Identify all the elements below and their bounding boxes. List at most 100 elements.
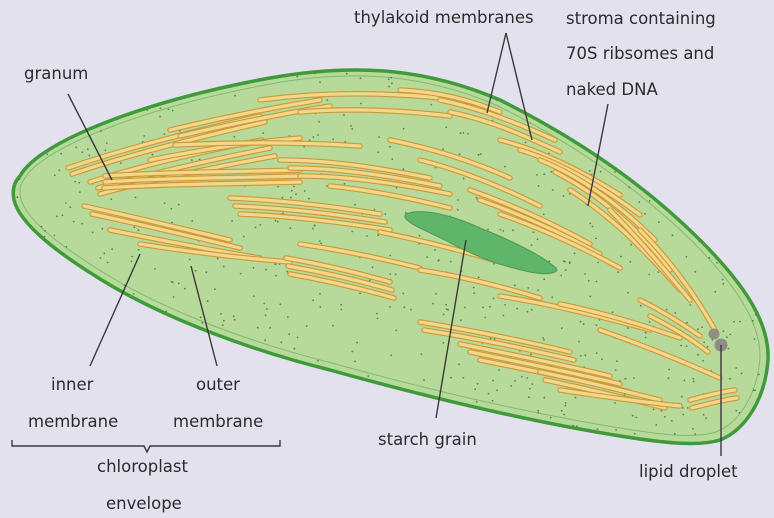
stroma-dot [655,424,657,426]
stroma-dot [230,79,232,81]
stroma-dot [467,133,469,135]
stroma-dot [747,123,749,125]
stroma-dot [666,309,668,311]
stroma-dot [75,281,77,283]
stroma-dot [22,160,24,162]
stroma-dot [223,320,225,322]
stroma-dot [565,402,567,404]
stroma-dot [69,206,71,208]
stroma-dot [354,360,356,362]
stroma-dot [113,329,115,331]
stroma-dot [308,198,310,200]
stroma-dot [71,299,73,301]
stroma-dot [262,132,264,134]
stroma-dot [489,306,491,308]
stroma-dot [550,417,552,419]
stroma-dot [319,81,321,83]
stroma-dot [561,65,563,67]
stroma-dot [36,294,38,296]
stroma-dot [37,286,39,288]
stroma-dot [296,408,298,410]
stroma-dot [597,262,599,264]
stroma-dot [386,398,388,400]
stroma-dot [173,296,175,298]
stroma-dot [639,201,641,203]
stroma-dot [733,79,735,81]
stroma-dot [516,308,518,310]
stroma-dot [492,400,494,402]
stroma-dot [111,248,113,250]
stroma-dot [596,324,598,326]
stroma-dot [376,313,378,315]
stroma-dot [22,116,24,118]
stroma-dot [569,261,571,263]
stroma-dot [76,103,78,105]
stroma-dot [279,303,281,305]
stroma-dot [697,354,699,356]
stroma-dot [100,257,102,259]
stroma-dot [516,90,518,92]
stroma-dot [726,440,728,442]
outer-membrane-label-line1: outer [196,377,240,394]
stroma-dot [500,425,502,427]
stroma-dot [563,195,565,197]
stroma-dot [291,190,293,192]
stroma-dot [686,322,688,324]
stroma-dot [739,434,741,436]
stroma-dot [624,439,626,441]
stroma-dot [644,213,646,215]
stroma-dot [514,284,516,286]
stroma-dot [54,360,56,362]
stroma-dot [275,275,277,277]
stroma-dot [496,445,498,447]
stroma-dot [445,304,447,306]
stroma-dot [222,436,224,438]
stroma-dot [658,221,660,223]
stroma-dot [474,388,476,390]
stroma-dot [342,414,344,416]
stroma-dot [624,378,626,380]
stroma-dot [464,307,466,309]
stroma-dot [118,402,120,404]
stroma-dot [15,115,17,117]
stroma-dot [525,142,527,144]
stroma-dot [578,341,580,343]
stroma-dot [391,82,393,84]
stroma-dot [351,351,353,353]
stroma-dot [723,283,725,285]
stroma-dot [28,113,30,115]
stroma-dot [48,135,50,137]
stroma-dot [504,166,506,168]
stroma-dot [733,321,735,323]
stroma-dot [159,116,161,118]
thylakoid-membranes-label: thylakoid membranes [354,10,534,27]
stroma-dot [595,238,597,240]
stroma-dot [294,348,296,350]
outer-membrane-label-line2: membrane [173,414,263,431]
stroma-dot [689,134,691,136]
stroma-dot [340,309,342,311]
stroma-dot [695,271,697,273]
stroma-dot [584,354,586,356]
stroma-dot [624,445,626,447]
stroma-dot [210,404,212,406]
stroma-dot [19,178,21,180]
stroma-dot [295,193,297,195]
stroma-dot [632,415,634,417]
stroma-dot [737,440,739,442]
stroma-dot [312,228,314,230]
stroma-dot [202,394,204,396]
stroma-dot [736,171,738,173]
stroma-dot [25,382,27,384]
stroma-dot [666,65,668,67]
stroma-dot [21,147,23,149]
stroma-dot [575,397,577,399]
stroma-dot [543,397,545,399]
stroma-dot [78,101,80,103]
stroma-dot [66,299,68,301]
stroma-dot [537,238,539,240]
stroma-dot [676,84,678,86]
stroma-dot [543,278,545,280]
stroma-dot [516,420,518,422]
stroma-dot [547,442,549,444]
